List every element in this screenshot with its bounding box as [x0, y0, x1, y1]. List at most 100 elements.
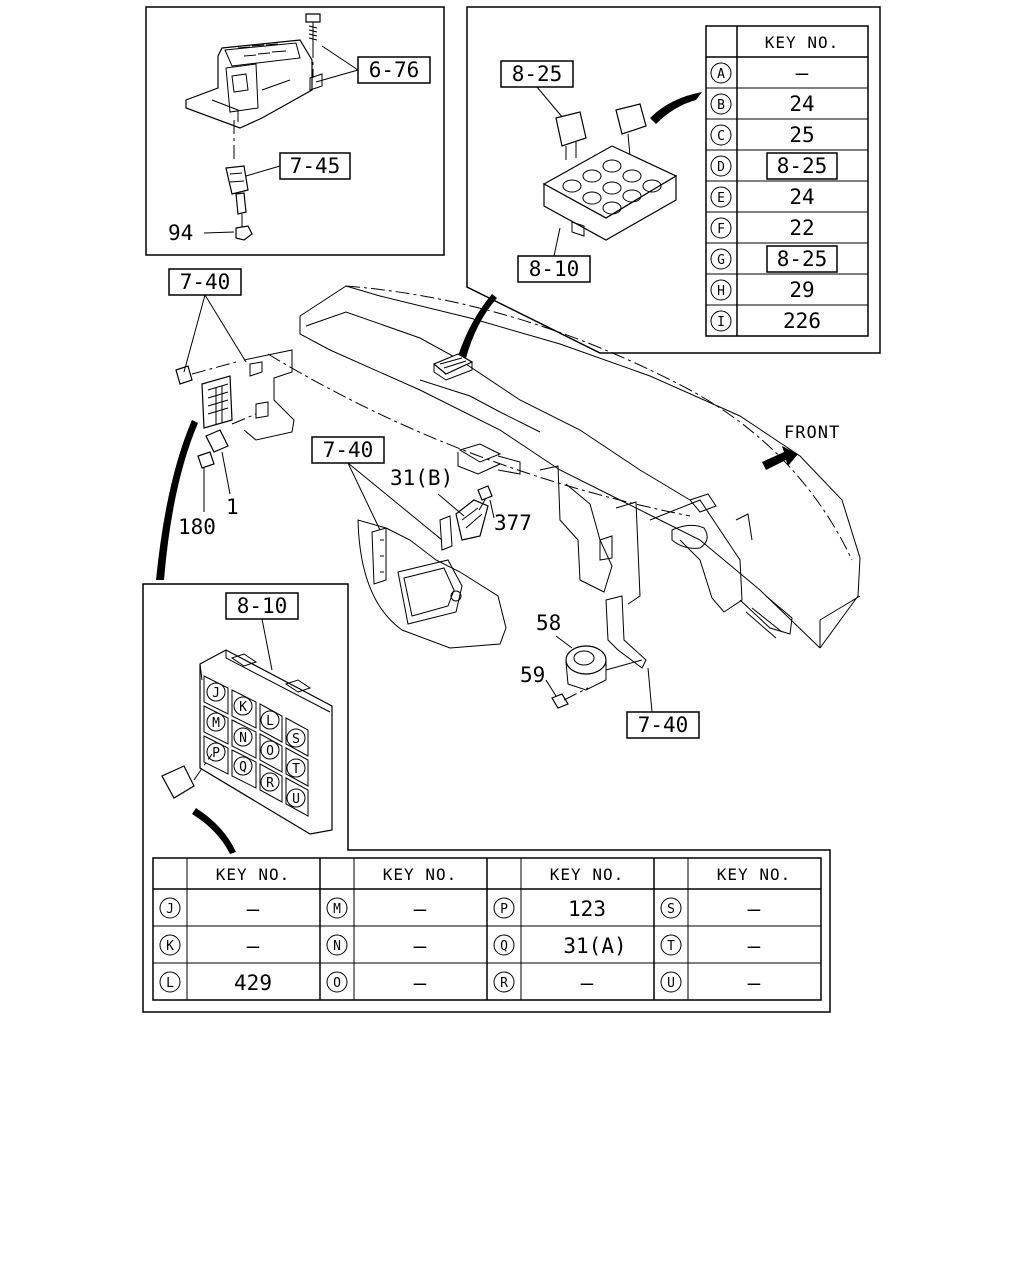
key-value: 25 — [789, 123, 814, 147]
label-180: 180 — [178, 515, 216, 539]
bottom-table-row: R — — [493, 971, 594, 995]
key-value: 24 — [789, 185, 814, 209]
front-arrow-icon — [762, 446, 798, 470]
bottom-table-row: L 429 — [159, 971, 272, 995]
pointer-arrow — [192, 808, 236, 854]
bottom-table-header: KEY NO. — [216, 865, 290, 884]
key-letter: I — [717, 315, 725, 330]
key-letter: O — [333, 976, 341, 991]
socket-letter: S — [292, 732, 300, 747]
callout-7-45: 7-45 — [245, 152, 351, 180]
key-letter: B — [717, 98, 725, 113]
socket-letter: J — [212, 686, 220, 701]
label-7-40-bottom: 7-40 — [638, 713, 689, 737]
key-value: — — [796, 61, 809, 85]
key-value: — — [247, 934, 260, 958]
socket-letter: N — [239, 731, 247, 746]
key-value: 24 — [789, 92, 814, 116]
front-label: FRONT — [784, 423, 840, 443]
key-letter: F — [717, 222, 725, 237]
bottom-table-header: KEY NO. — [550, 865, 624, 884]
socket-letter: T — [292, 762, 300, 777]
key-value: — — [414, 934, 427, 958]
bottom-table-row: U — — [660, 971, 761, 995]
label-94: 94 — [168, 221, 193, 245]
key-letter: U — [667, 976, 675, 991]
key-letter: E — [717, 191, 725, 206]
key-letter: K — [166, 939, 174, 954]
bottom-table-row: K — — [159, 934, 260, 958]
bottom-table-row: Q 31(A) — [493, 934, 627, 958]
top-table-header: KEY NO. — [765, 33, 839, 52]
key-letter: J — [166, 902, 174, 917]
bottom-table-row: S — — [660, 897, 761, 921]
socket-letter: O — [266, 744, 274, 759]
label-8-10-top: 8-10 — [529, 257, 580, 281]
key-value: — — [414, 971, 427, 995]
key-letter: A — [717, 67, 725, 82]
key-value: — — [581, 971, 594, 995]
top-table-row: D 8-25 — [710, 152, 838, 180]
bottom-table-row: J — — [159, 897, 260, 921]
key-letter: D — [717, 160, 725, 175]
top-table-row: A — — [710, 61, 809, 85]
socket-letter: K — [239, 700, 247, 715]
key-value: 31(A) — [563, 934, 626, 958]
key-value: 22 — [789, 216, 814, 240]
callout-6-76: 6-76 — [315, 45, 431, 84]
bottom-table-header: KEY NO. — [383, 865, 457, 884]
key-value: — — [748, 971, 761, 995]
top-table-row: B 24 — [710, 92, 815, 116]
socket-letter: L — [266, 714, 274, 729]
key-value: 429 — [234, 971, 272, 995]
key-letter: G — [717, 253, 725, 268]
key-value: 226 — [783, 309, 821, 333]
socket-letter: R — [266, 776, 274, 791]
bottom-table-row: P 123 — [493, 897, 606, 921]
key-letter: R — [500, 976, 508, 991]
bottom-key-table: KEY NO. KEY NO. KEY NO. KEY NO. J — K — … — [152, 857, 822, 1001]
socket-letter: P — [212, 746, 220, 761]
top-table-row: H 29 — [710, 278, 815, 302]
key-letter: P — [500, 902, 508, 917]
label-7-40-mid: 7-40 — [323, 438, 374, 462]
top-table-row: E 24 — [710, 185, 815, 209]
label-8-25-top: 8-25 — [512, 62, 563, 86]
relay-block-sockets — [562, 159, 662, 215]
dashboard-assembly: 7-40 180 1 7-40 31(B) 377 — [156, 268, 861, 739]
key-value: — — [414, 897, 427, 921]
key-value: — — [748, 897, 761, 921]
fuse-grid: J K L S M N O T P Q R U — [203, 675, 309, 817]
label-7-45: 7-45 — [290, 154, 341, 178]
key-letter: C — [717, 129, 725, 144]
bottom-table-row: N — — [326, 934, 427, 958]
label-6-76: 6-76 — [369, 58, 420, 82]
top-table-row: C 25 — [710, 123, 815, 147]
label-59: 59 — [520, 663, 545, 687]
bottom-table-row: O — — [326, 971, 427, 995]
key-letter: N — [333, 939, 341, 954]
top-table-row: G 8-25 — [710, 245, 838, 273]
pointer-arrow — [156, 420, 198, 580]
label-7-40-left: 7-40 — [180, 270, 231, 294]
key-letter: T — [667, 939, 675, 954]
key-value-ref: 8-25 — [777, 154, 828, 178]
bottom-table-row: T — — [660, 934, 761, 958]
inset-console: 6-76 7-45 94 — [145, 6, 445, 256]
label-1: 1 — [226, 495, 239, 519]
top-table-row: F 22 — [710, 216, 815, 240]
socket-letter: M — [212, 716, 220, 731]
socket-letter: U — [292, 792, 300, 807]
top-table-row: I 226 — [710, 309, 821, 333]
label-58: 58 — [536, 611, 561, 635]
top-key-table: KEY NO. A — B 24 C 25 D 8-25 — [705, 25, 869, 337]
key-letter: M — [333, 902, 341, 917]
key-value: 123 — [568, 897, 606, 921]
key-value: — — [748, 934, 761, 958]
label-377: 377 — [494, 511, 532, 535]
bottom-table-header: KEY NO. — [717, 865, 791, 884]
inset-relay-box: 8-25 8-10 — [466, 6, 881, 354]
key-letter: S — [667, 902, 675, 917]
socket-letter: Q — [239, 760, 247, 775]
